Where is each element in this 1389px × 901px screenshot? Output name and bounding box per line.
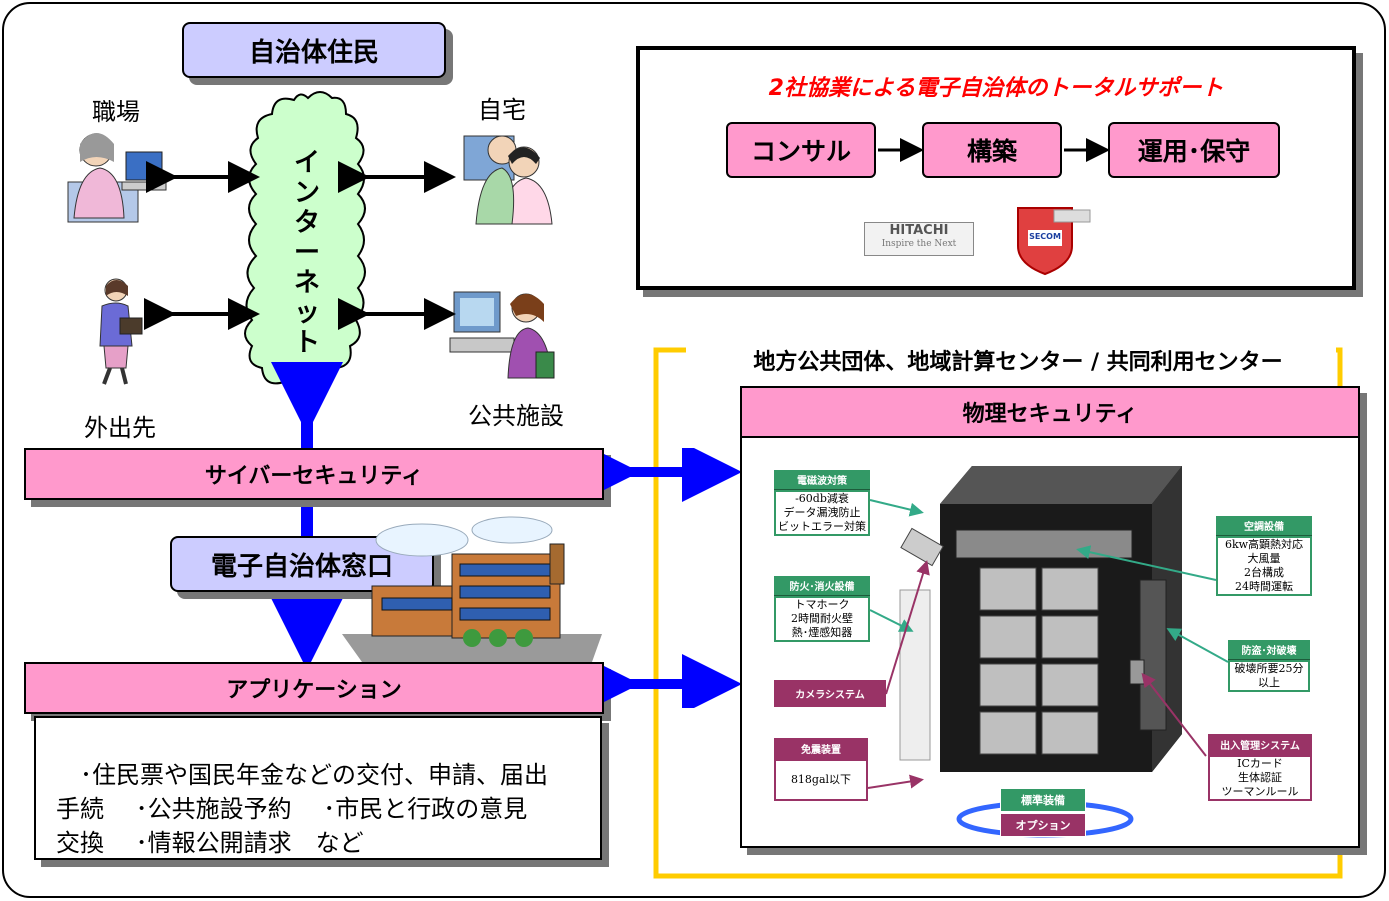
secom-logo-icon — [1017, 207, 1091, 276]
legend-option: オプション — [1000, 813, 1086, 837]
total-support-title: 2社協業による電子自治体のトータルサポート — [768, 76, 1224, 101]
application-text-line-2: 手続 ･公共施設予約 ･市民と行政の意見 — [56, 795, 528, 823]
access-control-details: ICカード生体認証ツーマンルール — [1208, 755, 1312, 801]
center-title: 地方公共団体、地域計算センター / 共同利用センター — [700, 344, 1336, 376]
e-gov-window-box: 電子自治体窓口 — [170, 536, 434, 592]
fire-title: 防火･消火設備 — [774, 576, 870, 596]
step-operation-label: 運用･保守 — [1137, 137, 1251, 166]
step-construction-label: 構築 — [966, 137, 1017, 166]
em-wave-details: -60db減衰データ漏洩防止ビットエラー対策 — [774, 490, 870, 536]
workplace-label: 職場 — [92, 98, 140, 126]
seismic-callout: 免震装置 818gal以下 — [774, 738, 868, 801]
seismic-title: 免震装置 — [774, 738, 868, 759]
city-hall-building-icon — [342, 516, 602, 662]
secom-logo-text: SECOM — [1029, 232, 1061, 241]
outside-label: 外出先 — [84, 414, 156, 442]
application-text-line-3: 交換 ･情報公開請求 など — [56, 829, 364, 857]
step-arrows — [878, 138, 1110, 162]
residents-label: 自治体住民 — [248, 37, 379, 68]
internet-label: インターネット — [293, 148, 320, 358]
cyber-security-label: サイバーセキュリティ — [204, 464, 424, 489]
em-wave-callout: 電磁波対策 -60db減衰データ漏洩防止ビットエラー対策 — [774, 470, 870, 536]
callout-connectors — [867, 499, 1229, 789]
anti-theft-title: 防盗･対破壊 — [1228, 640, 1310, 660]
e-gov-window-label: 電子自治体窓口 — [210, 551, 393, 582]
step-consulting-label: コンサル — [750, 137, 851, 166]
seismic-details: 818gal以下 — [774, 759, 868, 801]
home-user-icon — [463, 135, 553, 225]
secure-server-room-icon — [899, 466, 1182, 772]
public-terminal-user-icon — [449, 291, 555, 379]
application-text-line-1: ･住民票や国民年金などの交付、申請、届出 — [80, 761, 548, 789]
home-label: 自宅 — [478, 96, 526, 124]
access-control-title: 出入管理システム — [1208, 734, 1312, 755]
physical-security-bar: 物理セキュリティ — [740, 386, 1360, 438]
step-consulting: コンサル — [726, 122, 876, 178]
em-wave-title: 電磁波対策 — [774, 470, 870, 490]
blue-side-arrows — [604, 448, 740, 708]
residents-box: 自治体住民 — [182, 22, 446, 78]
application-bar: アプリケーション — [24, 662, 604, 714]
public-facility-label: 公共施設 — [468, 402, 564, 430]
anti-theft-callout: 防盗･対破壊 破壊所要25分以上 — [1228, 640, 1310, 692]
application-label: アプリケーション — [226, 678, 402, 703]
application-description-box: ･住民票や国民年金などの交付、申請、届出 手続 ･公共施設予約 ･市民と行政の意… — [34, 716, 602, 860]
walking-woman-icon — [99, 278, 143, 385]
aircon-title: 空調設備 — [1216, 516, 1312, 536]
physical-security-label: 物理セキュリティ — [962, 402, 1138, 427]
cyber-security-bar: サイバーセキュリティ — [24, 448, 604, 500]
office-worker-icon — [67, 133, 167, 223]
step-operation: 運用･保守 — [1108, 122, 1280, 178]
access-control-callout: 出入管理システム ICカード生体認証ツーマンルール — [1208, 734, 1312, 801]
hitachi-logo: HITACHI Inspire the Next — [864, 222, 974, 256]
camera-title: カメラシステム — [774, 680, 886, 707]
legend-standard: 標準装備 — [1000, 788, 1086, 812]
camera-callout: カメラシステム — [774, 680, 886, 707]
step-construction: 構築 — [922, 122, 1062, 178]
anti-theft-details: 破壊所要25分以上 — [1228, 660, 1310, 692]
